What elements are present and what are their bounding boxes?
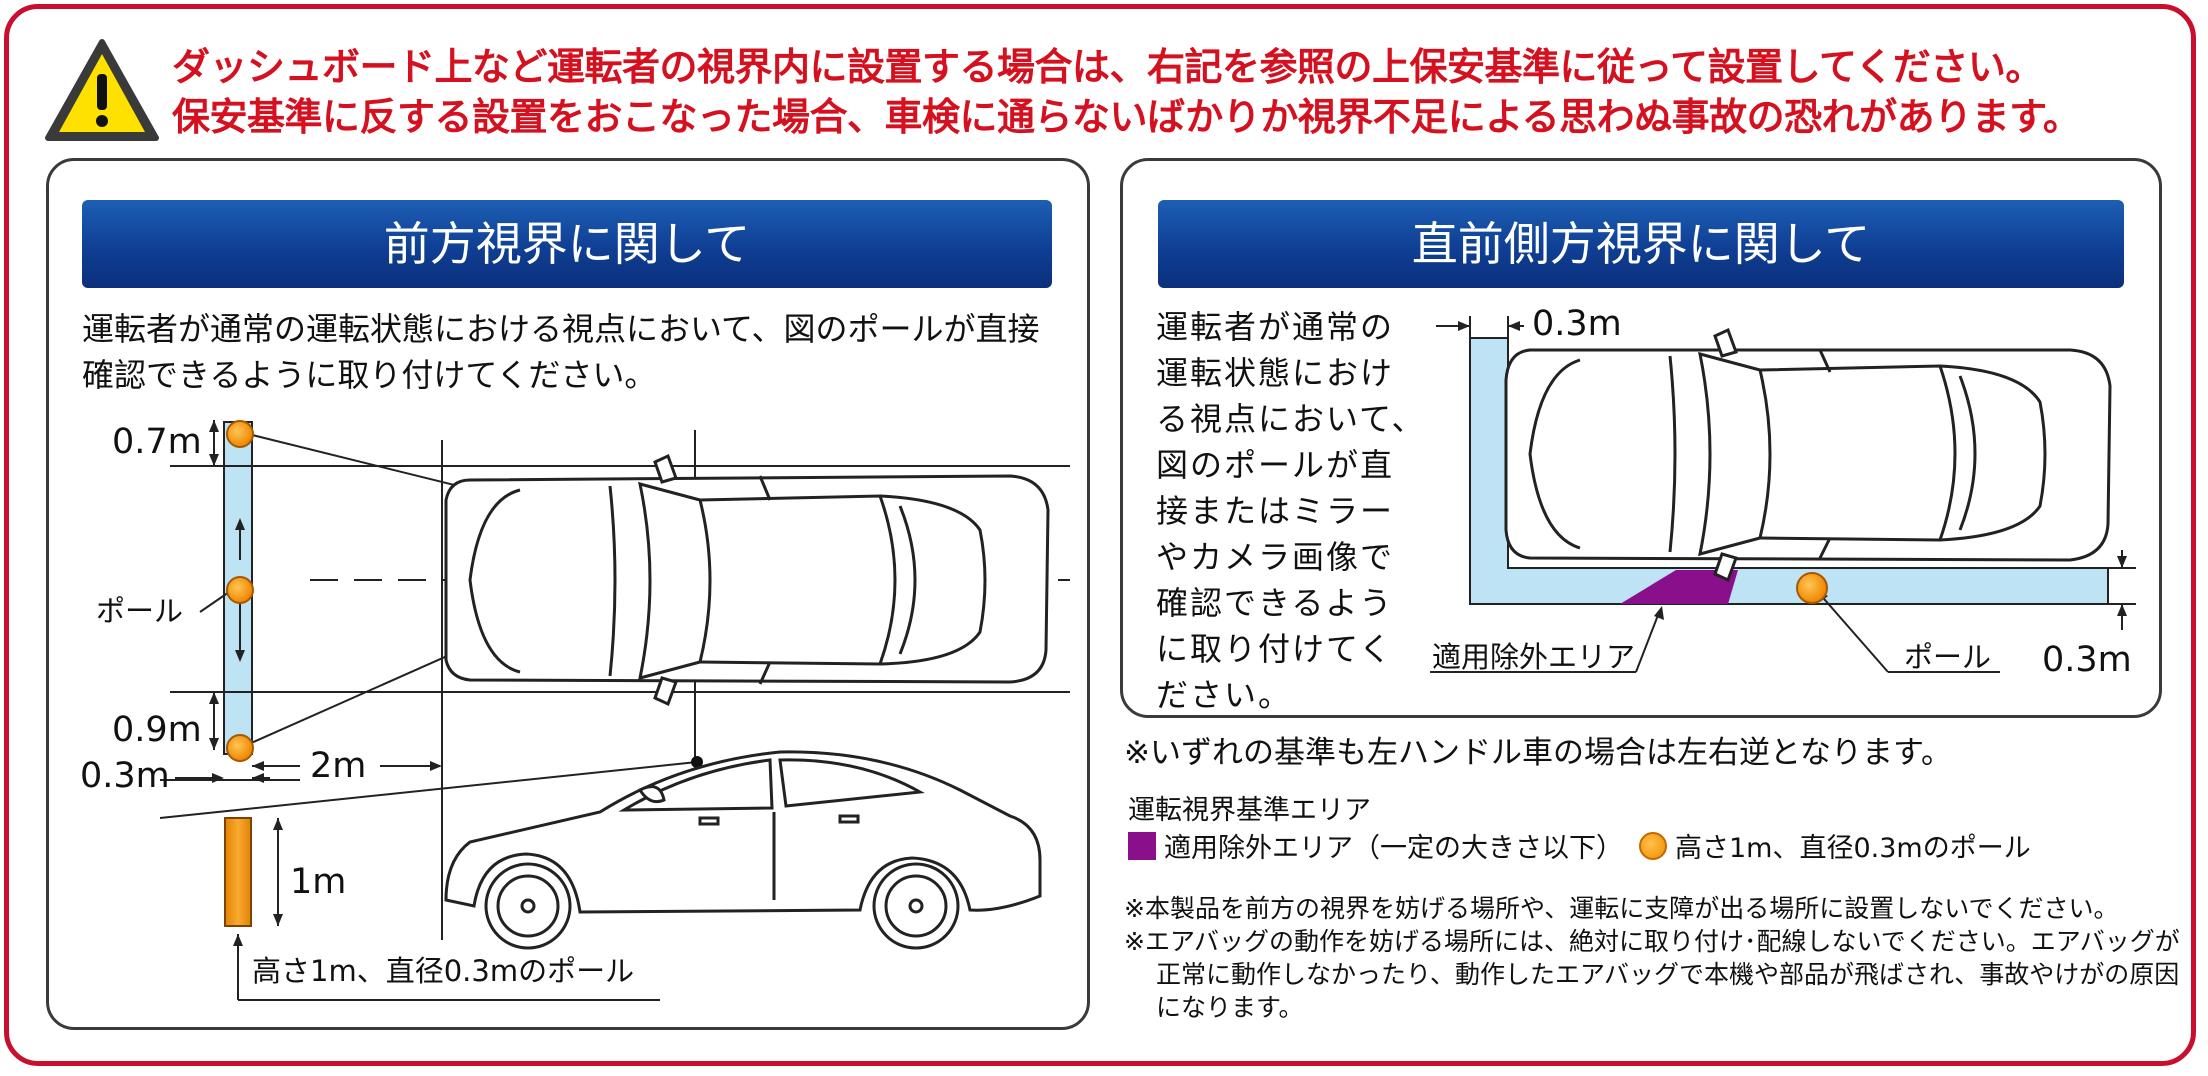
warning-triangle-icon xyxy=(45,39,159,141)
caution-list: ※本製品を前方の視界を妨げる場所や、運転に支障が出る場所に設置しないでください。… xyxy=(1124,892,2184,1024)
caution-item: ※本製品を前方の視界を妨げる場所や、運転に支障が出る場所に設置しないでください。 xyxy=(1124,894,2119,923)
warning-line-2: 保安基準に反する設置をおこなった場合、車検に通らないばかりか視界不足による思わぬ… xyxy=(172,95,2081,139)
side-view-title: 直前側方視界に関して xyxy=(1158,200,2124,288)
front-view-title: 前方視界に関して xyxy=(82,200,1052,288)
warning-message: ダッシュボード上など運転者の視界内に設置する場合は、右記を参照の上保安基準に従っ… xyxy=(172,42,2182,142)
side-height-label: 0.3m xyxy=(2042,640,2132,680)
pole-swatch-icon xyxy=(1639,831,1667,860)
left-hand-drive-note: ※いずれの基準も左ハンドル車の場合は左右逆となります。 xyxy=(1124,735,1952,771)
legend-exclusion-label: 適用除外エリア（一定の大きさ以下） xyxy=(1164,833,1623,864)
front-view-panel xyxy=(46,158,1090,1030)
front-top-offset-label: 0.7m xyxy=(112,422,202,462)
front-distance-label: 2m xyxy=(310,746,367,786)
front-bottom-offset-label: 0.9m xyxy=(112,710,202,750)
side-width-label: 0.3m xyxy=(1532,304,1622,344)
exclusion-swatch xyxy=(1128,831,1156,860)
front-pole-label: ポール xyxy=(96,594,184,628)
side-pole-label: ポール xyxy=(1904,640,1992,674)
front-pole-spec-label: 高さ1m、直径0.3mのポール xyxy=(252,954,635,988)
legend: 適用除外エリア（一定の大きさ以下） 高さ1m、直径0.3mのポール xyxy=(1128,826,2031,865)
front-pole-offset-label: 0.3m xyxy=(80,756,170,796)
side-view-description: 運転者が通常の運転状態における視点において、図のポールが直接またはミラーやカメラ… xyxy=(1156,308,1426,714)
side-exclusion-label: 適用除外エリア xyxy=(1432,640,1636,674)
warning-line-1: ダッシュボード上など運転者の視界内に設置する場合は、右記を参照の上保安基準に従っ… xyxy=(172,45,2043,89)
caution-item: ※エアバッグの動作を妨げる場所には、絶対に取り付け･配線しないでください。エアバ… xyxy=(1124,927,2180,1022)
legend-pole-label: 高さ1m、直径0.3mのポール xyxy=(1675,833,2031,864)
front-view-description: 運転者が通常の運転状態における視点において、図のポールが直接確認できるように取り… xyxy=(82,310,1040,394)
legend-title: 運転視界基準エリア xyxy=(1128,795,1371,826)
front-height-label: 1m xyxy=(290,862,347,902)
